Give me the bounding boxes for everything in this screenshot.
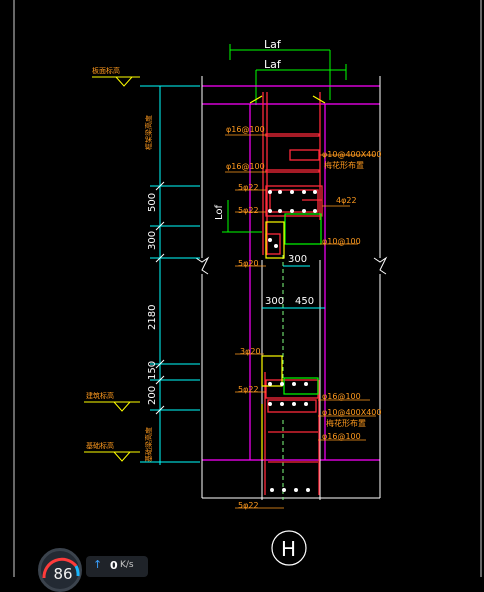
cad-drawing: Laf Laf — [13, 0, 482, 577]
dim-200: 200 — [147, 386, 158, 405]
rebar-label-8: 5φ20 — [238, 259, 259, 268]
network-value: 0 — [110, 559, 118, 572]
rebar-label-2: φ16@100 — [226, 162, 265, 171]
dim-500: 500 — [147, 193, 158, 212]
axis-marker-label: H — [281, 537, 296, 561]
rebar-label-11: φ16@100 — [322, 392, 361, 401]
leader-lines — [225, 134, 376, 509]
rebar-label-7: φ10@100 — [322, 237, 361, 246]
dim-450: 450 — [295, 296, 314, 307]
lof-dimension — [222, 200, 262, 233]
upper-rebar-dots — [268, 190, 317, 248]
upper-accents — [249, 95, 326, 259]
top-elevation-label: 板面标高 — [92, 66, 120, 75]
dim-150: 150 — [147, 361, 158, 380]
dim-300-lower: 300 — [265, 296, 284, 307]
rebar-label-10: 5φ22 — [238, 385, 259, 394]
dim-300-vertical: 300 — [147, 231, 158, 250]
upper-beam-note: 框架梁高度 — [144, 115, 153, 150]
rebar-label-1: φ16@100 — [226, 125, 265, 134]
rebar-annotations: φ16@100 φ16@100 φ10@400X400 梅花形布置 5φ22 4… — [226, 125, 381, 510]
wall-outline — [195, 76, 388, 500]
rebar-label-14: 5φ22 — [238, 501, 259, 510]
elevation-markers — [84, 76, 140, 462]
lower-rebar-dots — [268, 382, 310, 492]
laf-second-label: Laf — [264, 58, 282, 71]
rebar-label-6: 5φ22 — [238, 206, 259, 215]
dim-2180: 2180 — [147, 305, 158, 330]
rebar-label-12: φ10@400X400 — [322, 408, 381, 417]
gauge-arc — [42, 557, 80, 579]
slab-lines — [202, 85, 380, 461]
lower-accents — [261, 355, 319, 460]
dim-300-upper: 300 — [288, 254, 307, 265]
rebar-label-13: φ16@100 — [322, 432, 361, 441]
rebar-label-12b: 梅花形布置 — [326, 418, 366, 428]
upper-beam-rebar — [262, 92, 323, 255]
rebar-label-9: 3φ20 — [240, 347, 261, 356]
laf-top-label: Laf — [264, 38, 282, 51]
network-unit: K/s — [120, 560, 134, 570]
mid-elevation-label: 建筑标高 — [86, 391, 114, 400]
rebar-label-4: 5φ22 — [238, 183, 259, 192]
low-elevation-label: 基础标高 — [86, 441, 114, 450]
axis-marker-circle — [271, 530, 307, 566]
laf-dimensions — [229, 44, 347, 105]
network-speed-widget[interactable]: 86 ↑ 0 K/s — [38, 548, 152, 592]
lof-label: Lof — [214, 204, 225, 220]
arrow-up-icon: ↑ — [93, 558, 103, 571]
network-readout: ↑ 0 K/s — [86, 556, 148, 577]
rebar-label-5: 4φ22 — [336, 196, 357, 205]
rebar-label-3: φ10@400X400 — [322, 150, 381, 159]
lower-beam-note: 基础梁高度 — [144, 427, 153, 462]
vertical-dimension-chain — [140, 85, 200, 465]
horizontal-dimensions — [262, 265, 325, 309]
lower-beam-rebar — [264, 372, 320, 495]
rebar-label-3b: 梅花形布置 — [324, 160, 364, 170]
vertical-dimension-ticks — [155, 181, 165, 415]
